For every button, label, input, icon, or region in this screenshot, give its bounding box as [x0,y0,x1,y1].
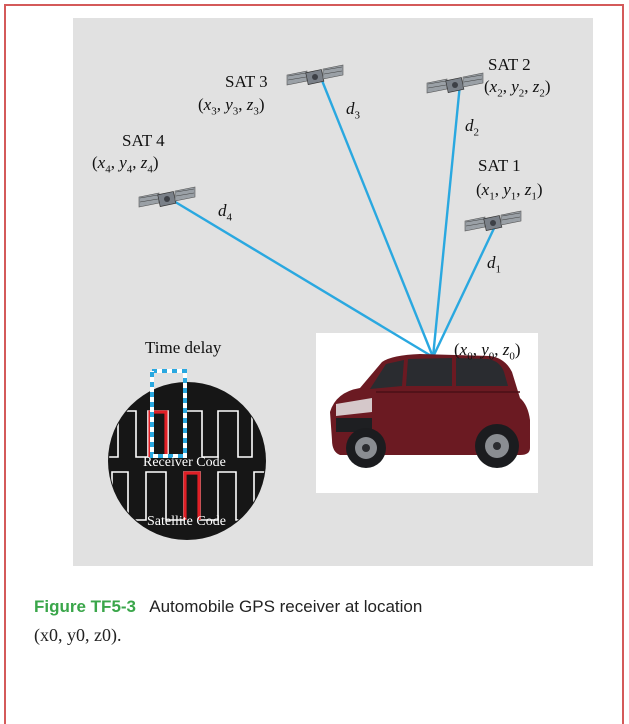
signal-line-sat3 [319,77,435,358]
signal-line-sat4 [171,198,434,359]
car-icon [330,354,530,468]
figure-frame [4,4,624,724]
figure-caption: Figure TF5-3 Automobile GPS receiver at … [34,593,594,650]
receiver-code-waveform [109,410,265,458]
caption-text: Automobile GPS receiver at location [149,597,423,616]
satellite-code-label: Satellite Code [147,514,226,529]
caption-coord: (x0, y0, z0). [34,625,122,645]
sat1-coord: (x1, y1, z1) [476,180,543,203]
sat1-distance: d1 [487,253,501,276]
satellite-4-icon [138,186,196,208]
receiver-coord: (x0, y0, z0) [454,340,521,363]
receiver-code-label: Receiver Code [143,455,226,470]
sat2-distance: d2 [465,116,479,139]
time-delay-title: Time delay [145,338,222,357]
satellite-2-icon [426,72,484,94]
signal-line-sat2 [431,83,462,358]
gps-diagram [108,64,530,540]
figure-label: Figure TF5-3 [34,597,137,616]
sat3-coord: (x3, y3, z3) [198,95,265,118]
signal-line-sat1 [431,221,499,358]
sat4-name: SAT 4 [122,131,165,150]
satellite-3-icon [286,64,344,86]
satellite-code-pulse [183,471,201,520]
sat4-coord: (x4, y4, z4) [92,153,159,176]
sat3-distance: d3 [346,99,360,122]
sat4-distance: d4 [218,201,232,224]
sat2-name: SAT 2 [488,55,531,74]
sat1-name: SAT 1 [478,156,521,175]
sat3-name: SAT 3 [225,72,268,91]
time-delay-bracket [150,369,187,458]
sat2-coord: (x2, y2, z2) [484,77,551,100]
satellite-1-icon [464,210,522,232]
time-delay-inset [108,369,266,540]
